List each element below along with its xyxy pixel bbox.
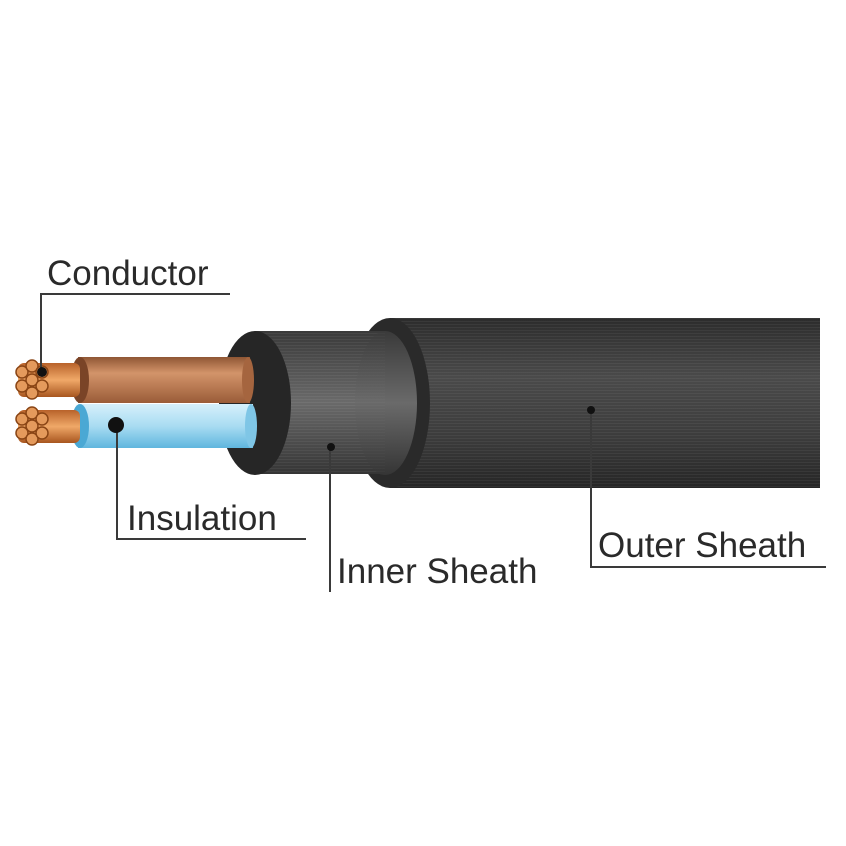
insulation-leader bbox=[108, 417, 306, 540]
brown-wire bbox=[15, 357, 254, 403]
label-inner-sheath: Inner Sheath bbox=[337, 552, 537, 591]
label-insulation: Insulation bbox=[127, 499, 277, 538]
label-conductor: Conductor bbox=[47, 254, 209, 293]
outer-sheath-leader bbox=[587, 406, 826, 568]
inner-sheath bbox=[219, 331, 415, 475]
blue-wire bbox=[15, 404, 257, 448]
label-outer-sheath: Outer Sheath bbox=[598, 526, 806, 565]
outer-sheath bbox=[350, 318, 820, 488]
inner-sheath-leader bbox=[327, 443, 335, 592]
conductor-leader bbox=[37, 293, 230, 377]
